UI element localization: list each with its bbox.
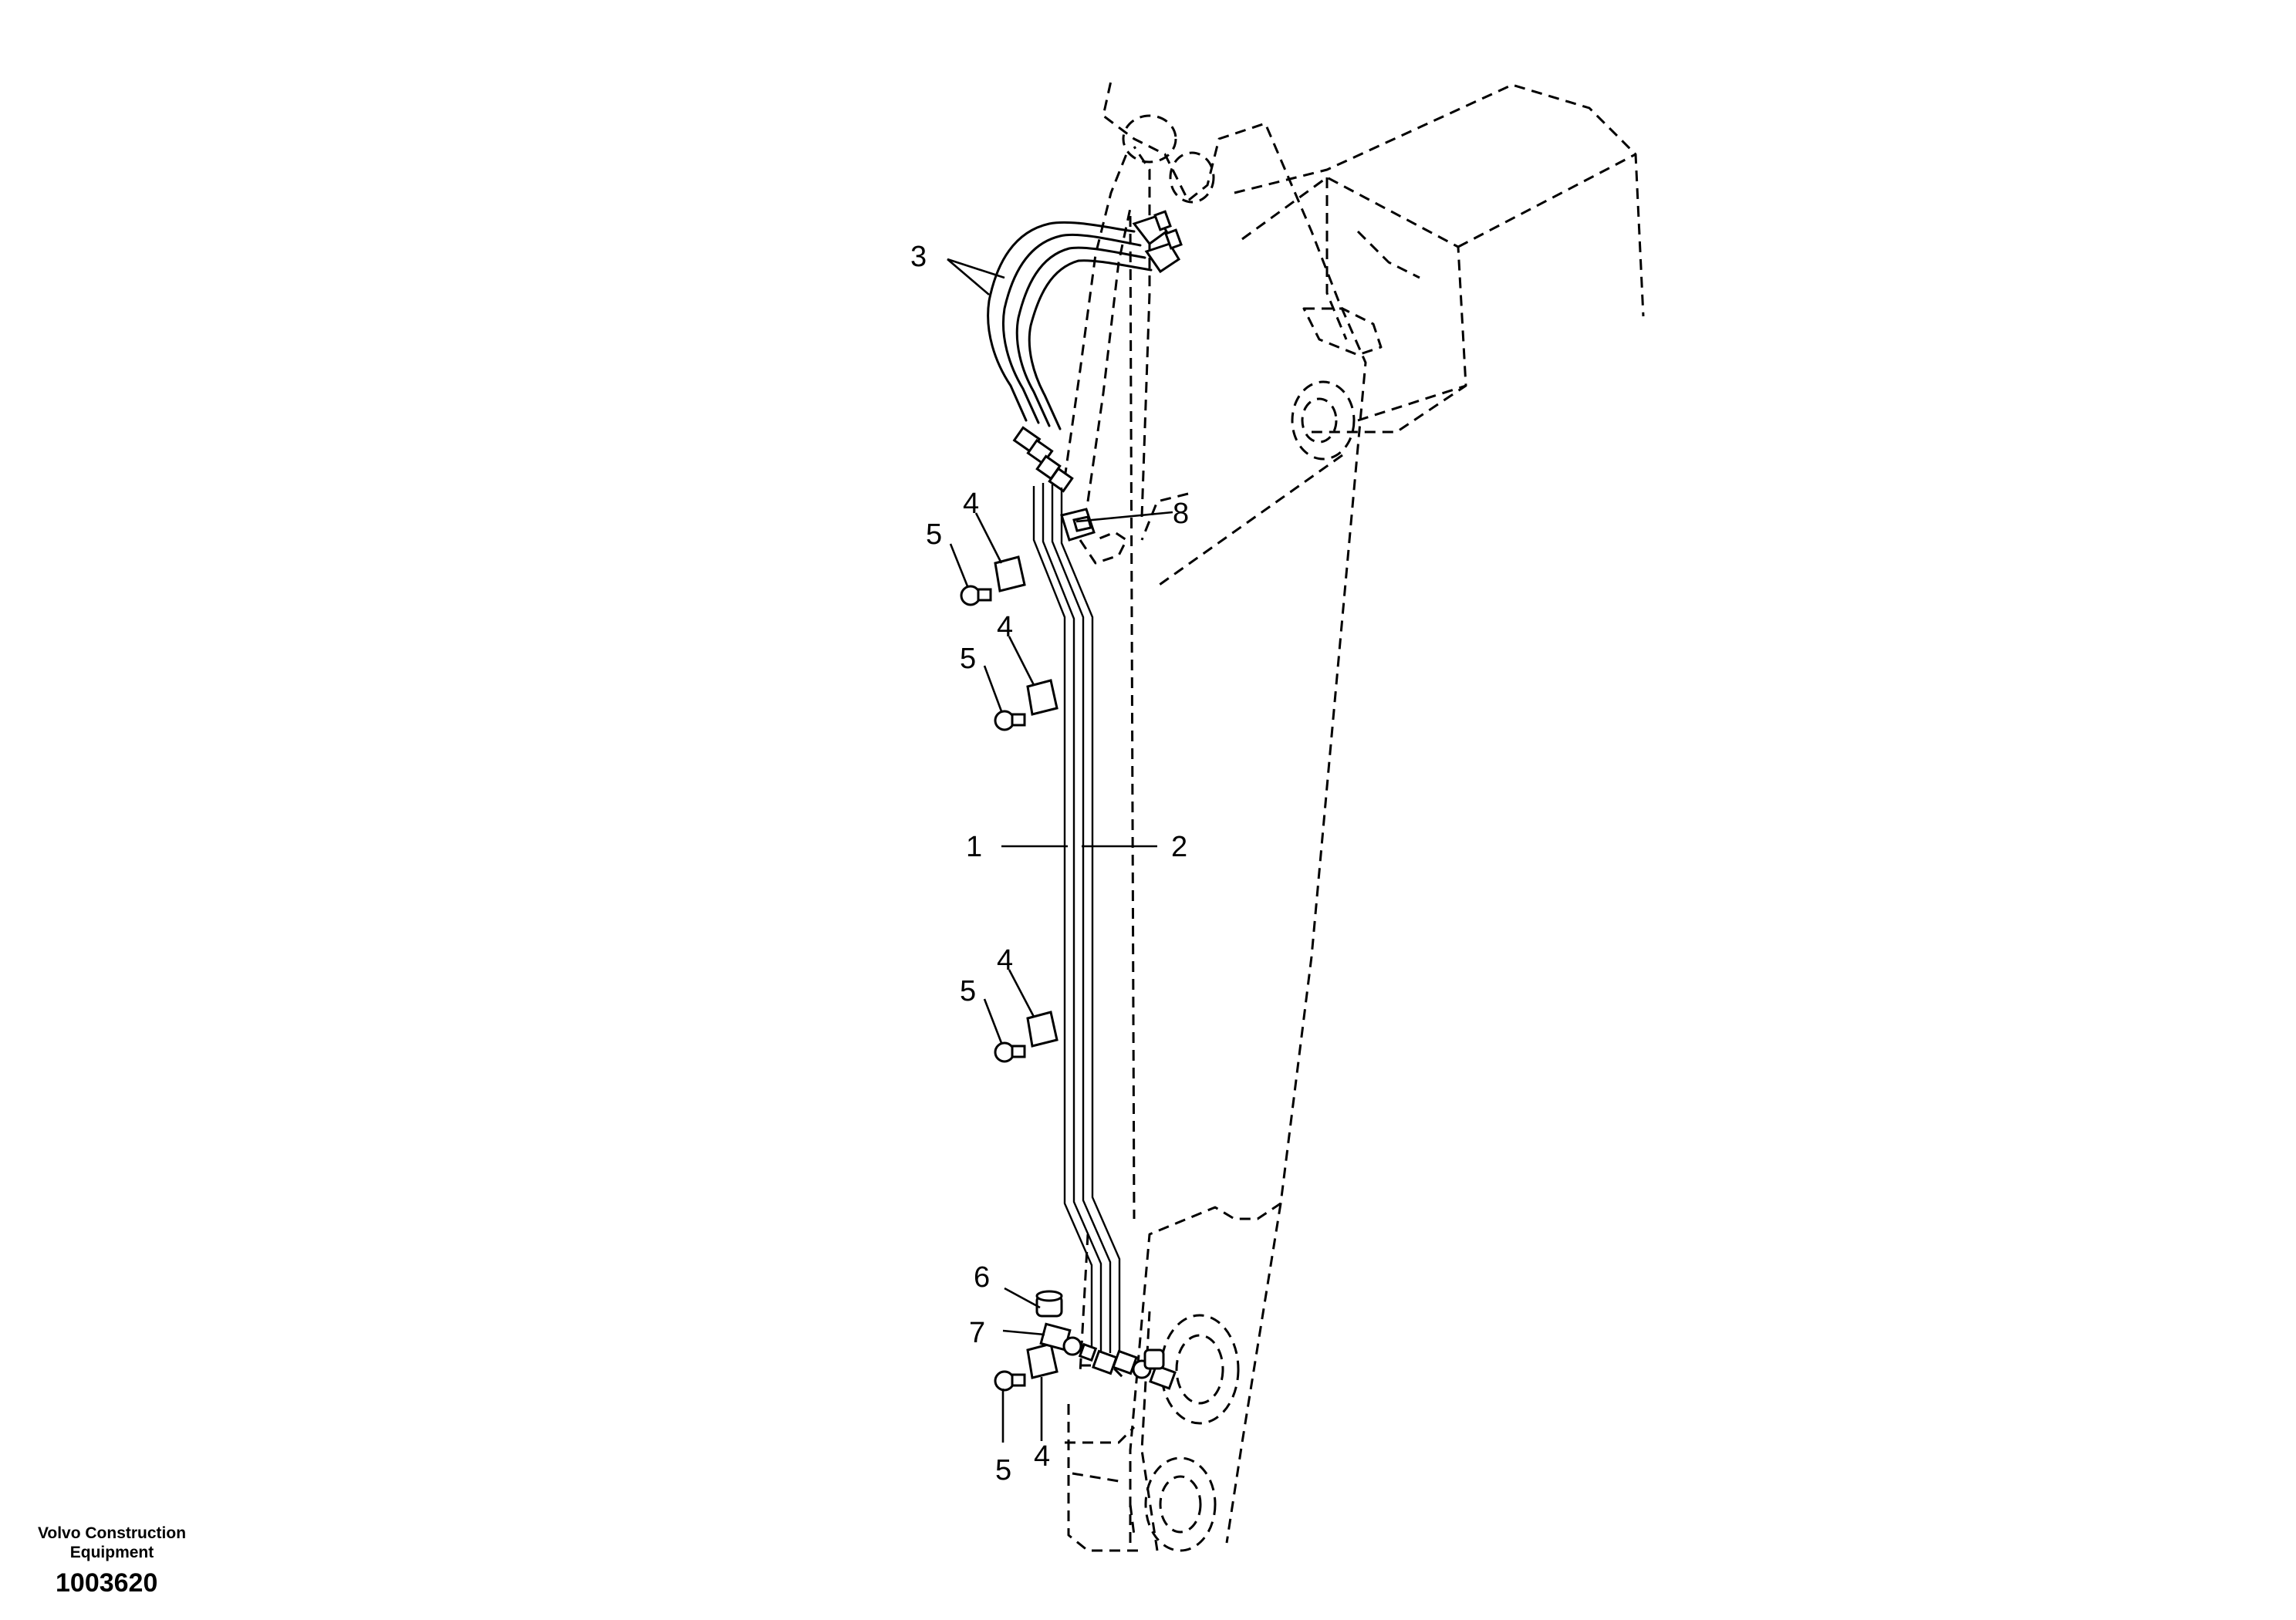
drawing-number: 1003620 bbox=[56, 1568, 158, 1598]
hose-item-3 bbox=[987, 210, 1183, 493]
clamp-plates-item-4 bbox=[994, 555, 1059, 1379]
callout-3: 3 bbox=[910, 241, 927, 273]
callout-4c: 4 bbox=[997, 944, 1013, 977]
callout-4d: 4 bbox=[1034, 1440, 1050, 1473]
callout-1: 1 bbox=[966, 831, 982, 863]
callout-2: 2 bbox=[1171, 831, 1187, 863]
end-fittings bbox=[1035, 1290, 1177, 1390]
callout-5d: 5 bbox=[995, 1454, 1011, 1487]
arm-outline bbox=[1065, 80, 1367, 1552]
clamp-item-8 bbox=[1060, 508, 1096, 542]
callout-5a: 5 bbox=[926, 518, 942, 551]
callout-5c: 5 bbox=[960, 975, 976, 1007]
callout-4b: 4 bbox=[997, 611, 1013, 643]
lines-item-1-2 bbox=[1032, 483, 1121, 1355]
callout-8: 8 bbox=[1173, 498, 1189, 530]
callout-5b: 5 bbox=[960, 643, 976, 675]
callout-4a: 4 bbox=[963, 488, 979, 520]
cylinder-outline bbox=[1063, 114, 1215, 565]
callout-7: 7 bbox=[969, 1317, 985, 1349]
callouts: 3 8 4 5 4 5 1 2 4 5 6 7 5 4 bbox=[910, 241, 1189, 1487]
bolts-item-5 bbox=[960, 585, 1026, 1392]
brand-caption: Volvo Construction Equipment bbox=[15, 1524, 208, 1562]
callout-6: 6 bbox=[974, 1261, 990, 1294]
leader-lines bbox=[947, 258, 1173, 1443]
brand-line-2: Equipment bbox=[69, 1544, 154, 1561]
brand-line-1: Volvo Construction bbox=[37, 1524, 187, 1542]
boom-outline bbox=[1140, 83, 1645, 588]
